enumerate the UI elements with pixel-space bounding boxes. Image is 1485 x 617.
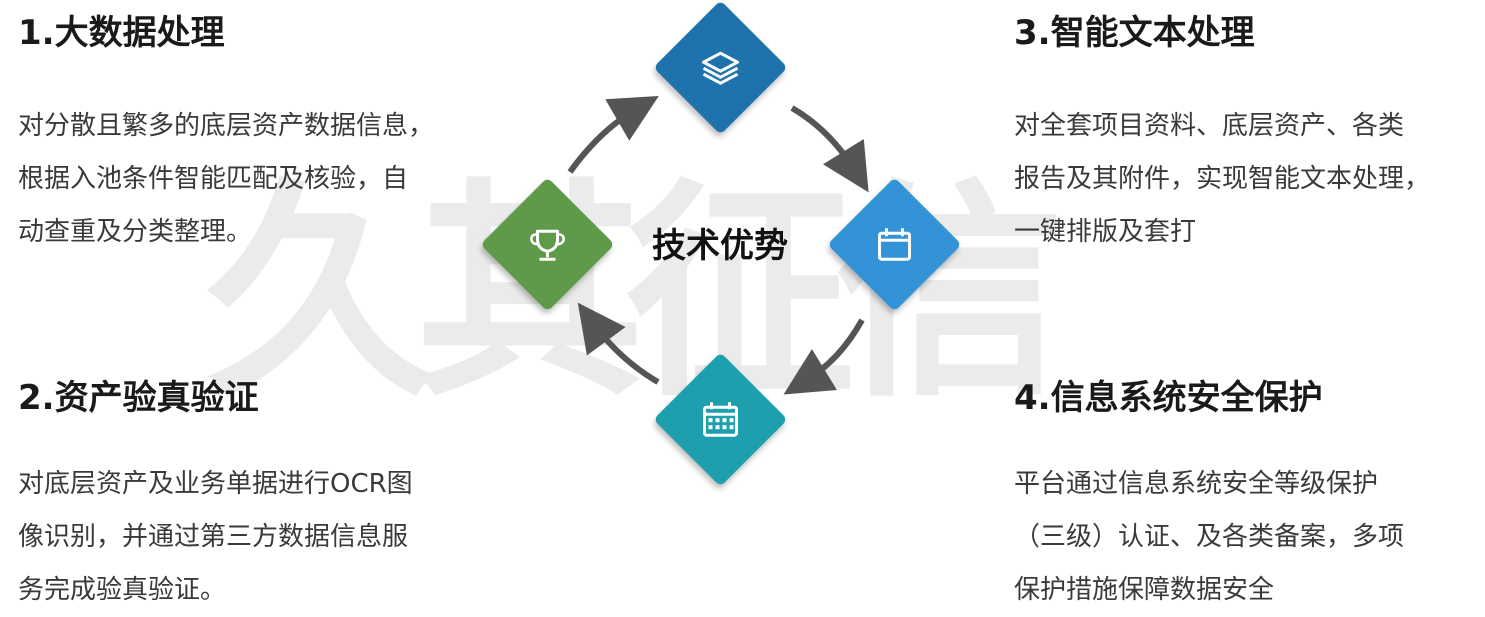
section-title: 3.智能文本处理	[1014, 13, 1255, 53]
layers-icon	[702, 51, 739, 85]
arrow-left-to-top	[567, 95, 659, 174]
bottom-diamond	[653, 352, 788, 487]
section-big-data: 1.大数据处理 对分散且繁多的底层资产数据信息， 根据入池条件智能匹配及核验，自…	[18, 11, 488, 259]
center-label: 技术优势	[652, 226, 788, 266]
left-diamond	[480, 177, 615, 312]
section-text: 对全套项目资料、底层资产、各类 报告及其附件，实现智能文本处理， 一键排版及套打	[1014, 111, 1431, 247]
cycle-arrows	[567, 95, 869, 395]
section-title: 1.大数据处理	[18, 13, 225, 53]
section-title: 2.资产验真验证	[18, 378, 259, 418]
section-title: 4.信息系统安全保护	[1014, 378, 1323, 418]
right-diamond	[827, 177, 962, 312]
section-text: 对底层资产及业务单据进行OCR图 像识别，并通过第三方数据信息服 务完成验真验证…	[18, 469, 413, 605]
section-smart-text: 3.智能文本处理 对全套项目资料、底层资产、各类 报告及其附件，实现智能文本处理…	[1014, 11, 1474, 259]
top-diamond	[653, 0, 788, 135]
arrow-top-to-right	[790, 105, 869, 193]
advantage-cycle-diagram: 技术优势	[460, 0, 980, 500]
calendar-icon	[878, 228, 911, 261]
section-asset-verification: 2.资产验真验证 对底层资产及业务单据进行OCR图 像识别，并通过第三方数据信息…	[18, 376, 488, 617]
trophy-icon	[530, 229, 565, 261]
section-security: 4.信息系统安全保护 平台通过信息系统安全等级保护 （三级）认证、及各类备案，多…	[1014, 376, 1474, 617]
section-text: 平台通过信息系统安全等级保护 （三级）认证、及各类备案，多项 保护措施保障数据安…	[1014, 469, 1405, 605]
arrow-right-to-bottom	[783, 318, 865, 395]
calendar-grid-icon	[703, 402, 738, 437]
arrow-bottom-to-left	[577, 302, 660, 385]
section-text: 对分散且繁多的底层资产数据信息， 根据入池条件智能匹配及核验，自 动查重及分类整…	[18, 111, 435, 247]
